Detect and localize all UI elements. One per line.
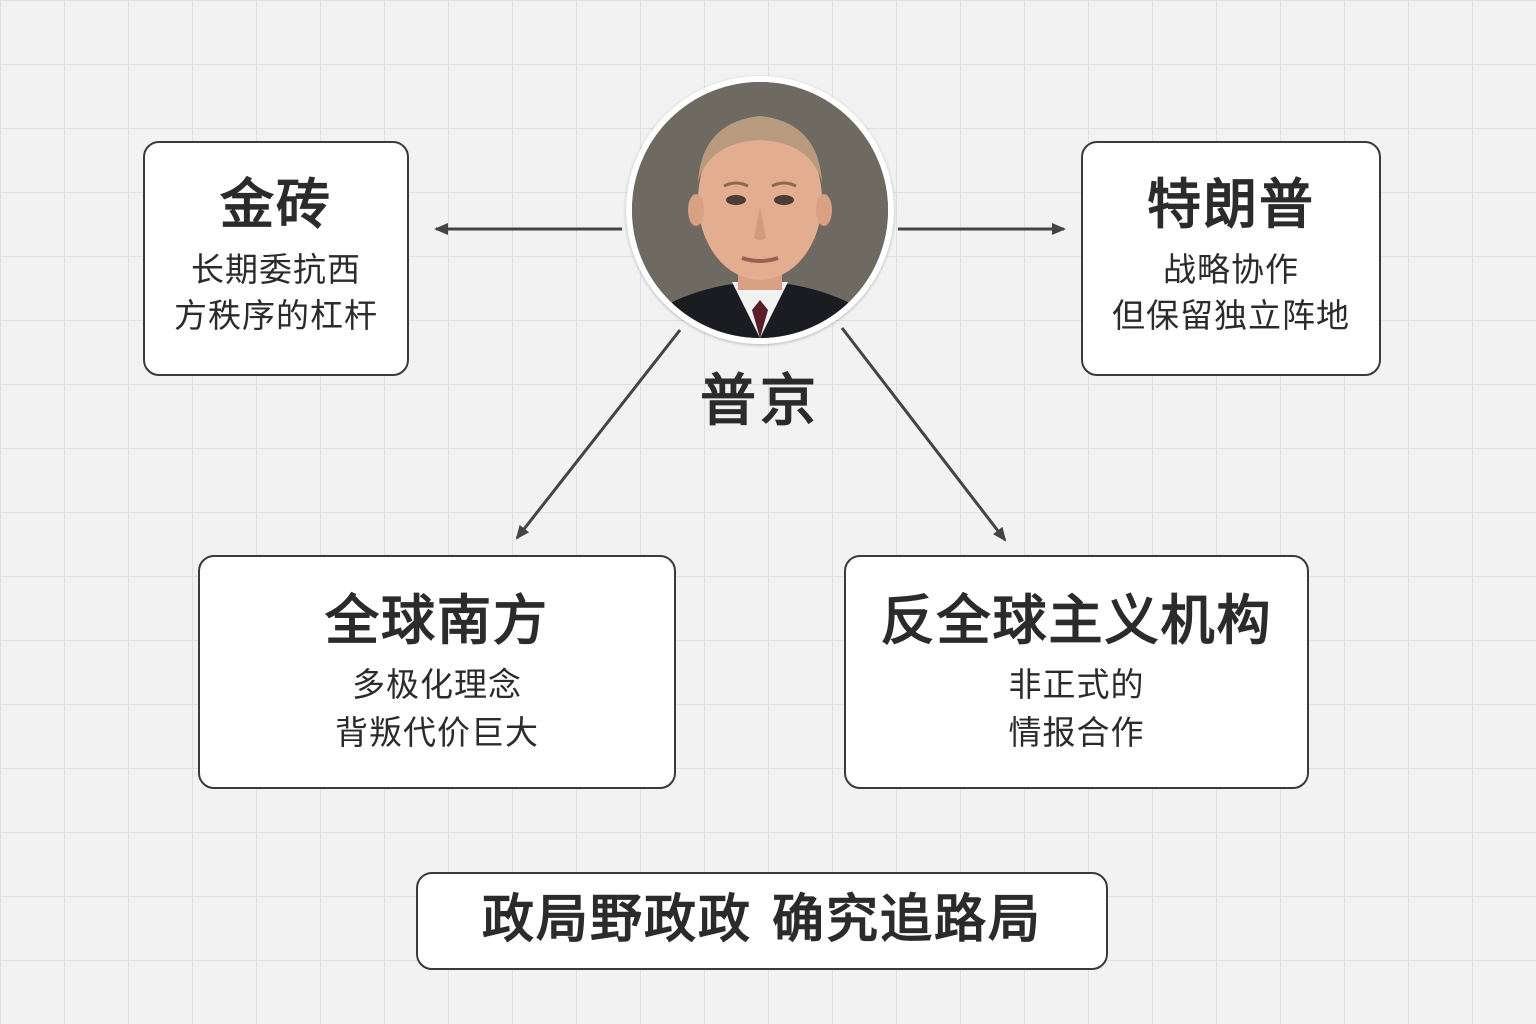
node-global-south: 全球南方 多极化理念 背叛代价巨大 [198, 555, 676, 789]
arrow-to-anti-globalist [840, 327, 1007, 542]
node-line: 背叛代价巨大 [335, 713, 539, 752]
portrait-photo [632, 82, 888, 338]
node-title: 特朗普 [1147, 173, 1315, 236]
node-line: 但保留独立阵地 [1112, 296, 1350, 335]
node-title: 金砖 [220, 173, 332, 236]
center-portrait [626, 76, 894, 344]
node-title: 全球南方 [325, 589, 549, 652]
node-line: 长期委抗西 [191, 250, 361, 289]
node-jinzhuan: 金砖 长期委抗西 方秩序的杠杆 [143, 141, 409, 376]
node-line: 方秩序的杠杆 [174, 296, 378, 335]
node-line: 非正式的 [1008, 665, 1145, 704]
node-trump: 特朗普 战略协作 但保留独立阵地 [1081, 141, 1381, 376]
node-line: 多极化理念 [352, 665, 522, 704]
center-name: 普京 [700, 369, 820, 434]
node-title: 反全球主义机构 [880, 589, 1273, 652]
node-line: 情报合作 [1008, 713, 1145, 752]
node-anti-globalist: 反全球主义机构 非正式的 情报合作 [844, 555, 1309, 789]
arrow-to-global-south [515, 329, 682, 540]
footer-banner: 政局野政政 确究追路局 [416, 872, 1108, 970]
node-line: 战略协作 [1163, 250, 1299, 289]
